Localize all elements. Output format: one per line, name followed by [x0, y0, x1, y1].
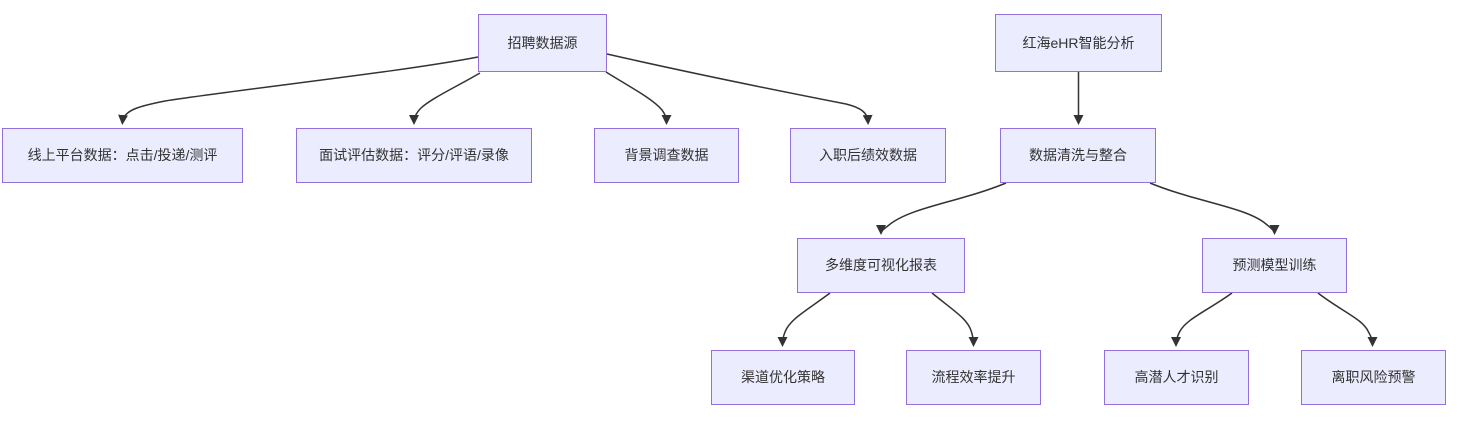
flow-node-online: 线上平台数据：点击/投递/测评	[2, 128, 243, 183]
node-label: 多维度可视化报表	[825, 257, 937, 274]
flow-node-background: 背景调查数据	[594, 128, 739, 183]
edge-clean-model	[1149, 182, 1280, 235]
flow-node-process: 流程效率提升	[906, 350, 1041, 405]
flow-node-potential: 高潜人才识别	[1104, 350, 1249, 405]
flow-node-interview: 面试评估数据：评分/评语/录像	[296, 128, 532, 183]
node-label: 离职风险预警	[1331, 369, 1416, 386]
node-label: 面试评估数据：评分/评语/录像	[319, 147, 509, 164]
flow-node-report: 多维度可视化报表	[797, 238, 965, 293]
edge-report-channel	[777, 292, 831, 347]
flow-node-attrition: 离职风险预警	[1301, 350, 1446, 405]
flow-node-model: 预测模型训练	[1202, 238, 1347, 293]
node-label: 渠道优化策略	[741, 369, 825, 386]
edge-source-background	[605, 71, 672, 125]
flow-node-source: 招聘数据源	[478, 14, 607, 72]
node-label: 背景调查数据	[624, 147, 709, 164]
node-label: 线上平台数据：点击/投递/测评	[27, 147, 218, 164]
edge-report-process	[931, 292, 979, 347]
edge-source-interview	[409, 72, 481, 125]
flow-node-ehr: 红海eHR智能分析	[995, 14, 1162, 72]
flow-node-performance: 入职后绩效数据	[790, 128, 946, 183]
flow-node-channel: 渠道优化策略	[711, 350, 855, 405]
node-label: 数据清洗与整合	[1029, 147, 1127, 164]
edge-source-performance	[606, 53, 873, 125]
node-label: 红海eHR智能分析	[1022, 34, 1135, 51]
edge-model-attrition	[1317, 292, 1378, 347]
node-label: 流程效率提升	[931, 369, 1016, 386]
node-label: 高潜人才识别	[1134, 369, 1219, 386]
node-label: 预测模型训练	[1232, 257, 1317, 274]
edge-clean-report	[876, 182, 1007, 235]
flow-node-clean: 数据清洗与整合	[1000, 128, 1156, 183]
edge-model-potential	[1171, 292, 1233, 347]
edge-source-online	[118, 56, 479, 125]
node-label: 招聘数据源	[507, 34, 578, 51]
node-label: 入职后绩效数据	[819, 147, 917, 164]
